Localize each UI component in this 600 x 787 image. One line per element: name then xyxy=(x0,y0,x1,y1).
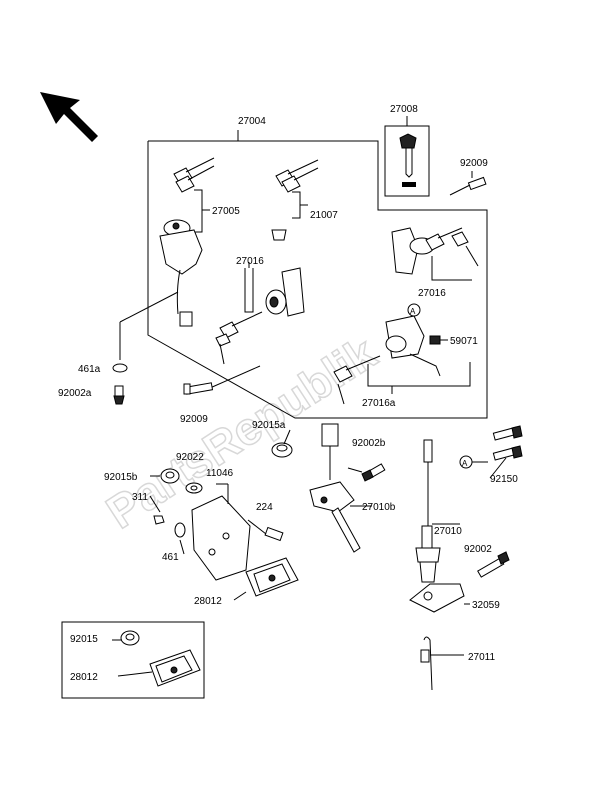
label-27016-left: 27016 xyxy=(236,256,264,267)
keys-21007 xyxy=(271,159,319,241)
label-92009-bottom: 92009 xyxy=(180,414,208,425)
label-27005: 27005 xyxy=(212,206,240,217)
screw-92009-bottom xyxy=(183,382,214,395)
bolt-92002 xyxy=(477,551,510,578)
bracket-32059 xyxy=(409,583,470,613)
label-92009-top: 92009 xyxy=(460,158,488,169)
label-59071: 59071 xyxy=(450,336,478,347)
label-311: 311 xyxy=(132,492,148,503)
seat-lock-27016-left xyxy=(215,262,305,365)
nut-311 xyxy=(153,515,165,525)
washer-92022 xyxy=(185,482,203,494)
ref-marker-a-bottom: A xyxy=(459,455,488,469)
sensor-27011 xyxy=(420,636,464,691)
label-11046: 11046 xyxy=(206,468,234,479)
bolt-92002a xyxy=(113,385,125,405)
label-92002b: 92002b xyxy=(352,438,386,449)
bracket-11046 xyxy=(191,483,251,581)
switch-27010 xyxy=(415,439,460,583)
label-27016a: 27016a xyxy=(362,398,396,409)
label-27010: 27010 xyxy=(434,526,462,537)
label-27008: 27008 xyxy=(390,104,418,115)
ignition-switch xyxy=(159,219,203,327)
switch-27010b xyxy=(309,423,372,553)
bolts-92150 xyxy=(492,425,523,461)
label-21007: 21007 xyxy=(310,210,338,221)
key-blank-27008 xyxy=(384,116,430,197)
label-27016-right: 27016 xyxy=(418,288,446,299)
helmet-lock-27016a xyxy=(333,315,471,405)
label-92002a: 92002a xyxy=(58,388,92,399)
label-27010b: 27010b xyxy=(362,502,396,513)
label-92022: 92022 xyxy=(176,452,204,463)
label-28012-inset: 28012 xyxy=(70,672,98,683)
washer-461 xyxy=(174,522,186,538)
screw-92009-top xyxy=(449,171,487,196)
assembly-27004-outline xyxy=(147,140,488,419)
direction-arrow-icon xyxy=(40,92,98,142)
svg-text:A: A xyxy=(410,307,416,316)
ref-marker-a-top: A xyxy=(407,303,421,317)
nut-92015a xyxy=(271,442,293,458)
label-28012-middle: 28012 xyxy=(194,596,222,607)
bolt-224 xyxy=(264,526,284,542)
bolt-92002b xyxy=(361,463,386,482)
label-461a: 461a xyxy=(78,364,101,375)
label-32059: 32059 xyxy=(472,600,500,611)
label-92015b: 92015b xyxy=(104,472,138,483)
label-461: 461 xyxy=(162,552,179,563)
label-92015a: 92015a xyxy=(252,420,286,431)
nut-92015b xyxy=(160,468,180,484)
label-27004: 27004 xyxy=(238,116,266,127)
label-27011: 27011 xyxy=(468,652,496,663)
keys-27005 xyxy=(173,157,215,233)
label-92150: 92150 xyxy=(490,474,518,485)
reflector-28012 xyxy=(245,557,299,597)
label-224: 224 xyxy=(256,502,273,513)
svg-text:A: A xyxy=(462,459,468,468)
nut-461a xyxy=(112,363,128,373)
inset-box xyxy=(61,621,205,699)
label-92015: 92015 xyxy=(70,634,98,645)
label-92002: 92002 xyxy=(464,544,492,555)
seat-lock-27016-right xyxy=(391,227,479,281)
